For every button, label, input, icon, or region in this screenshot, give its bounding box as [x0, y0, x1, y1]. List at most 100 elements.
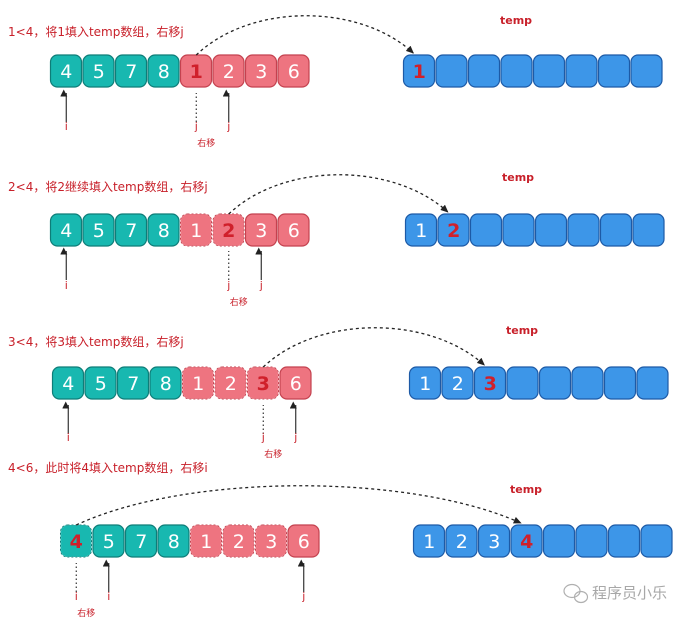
step-caption: 4<6，此时将4填入temp数组，右移i: [8, 460, 208, 475]
pointer-label: i: [65, 120, 68, 133]
pointer-j: j: [222, 89, 230, 133]
pointer-label: j: [259, 279, 263, 292]
right-array-cell: 6: [277, 213, 310, 247]
right-array-cell: 6: [277, 54, 310, 88]
wechat-icon: [563, 583, 589, 604]
right-cell-value: 3: [255, 220, 267, 242]
left-array-cell: 7: [124, 524, 158, 558]
temp-cell-value: 3: [484, 373, 497, 395]
temp-array-cell: 4: [510, 524, 543, 558]
temp-cell-value: 1: [415, 220, 427, 242]
left-array-cell: 7: [114, 54, 148, 88]
shift-note: 右移: [197, 137, 215, 149]
shift-note: 右移: [264, 448, 282, 460]
temp-array-cell: [632, 213, 665, 247]
temp-array-cell: [597, 54, 631, 88]
temp-array-cell: [435, 54, 468, 88]
left-cell-value: 5: [93, 220, 105, 242]
pointer-i: i: [102, 559, 110, 603]
right-array-cell: 6: [279, 366, 312, 400]
left-array-cell: 4: [51, 366, 85, 400]
pointer-label: j: [293, 431, 297, 444]
temp-cell-value: 1: [413, 61, 426, 83]
pointer-label: i: [107, 590, 110, 603]
temp-array-cell: [567, 213, 600, 247]
right-array-cell: 2: [222, 524, 255, 558]
pointer-j: j右移: [226, 251, 248, 308]
left-array-cell: 8: [147, 54, 180, 88]
left-cell-value: 7: [135, 531, 147, 553]
left-array-cell: 8: [149, 366, 182, 400]
right-cell-value: 3: [255, 61, 267, 83]
left-array-cell: 7: [116, 366, 150, 400]
left-cell-value: 7: [125, 220, 137, 242]
right-cell-value: 6: [288, 220, 300, 242]
right-array-cell: 3: [244, 213, 278, 247]
right-cell-value: 1: [190, 220, 202, 242]
right-cell-value: 6: [290, 373, 302, 395]
temp-array-cell: [542, 524, 576, 558]
pointer-i: i: [60, 247, 68, 292]
temp-array-cell: [607, 524, 641, 558]
transfer-arrow: [228, 174, 449, 215]
shift-note: 右移: [77, 607, 95, 619]
temp-label: temp: [510, 483, 542, 496]
temp-label: temp: [502, 171, 534, 184]
temp-label: temp: [500, 14, 532, 27]
shift-note: 右移: [230, 296, 248, 308]
temp-array-cell: [630, 54, 663, 88]
left-cell-value: 4: [60, 61, 72, 83]
left-array-cell: 8: [157, 524, 190, 558]
right-array-cell: 1: [179, 213, 213, 247]
right-array-cell: 3: [254, 524, 288, 558]
left-cell-value: 8: [168, 531, 180, 553]
left-array-cell: 5: [92, 524, 125, 558]
transfer-arrow: [195, 15, 414, 56]
left-cell-value: 4: [62, 373, 74, 395]
pointer-i: i: [62, 401, 70, 444]
right-array-cell: 2: [212, 213, 245, 247]
right-array-cell: 1: [181, 366, 215, 400]
temp-array-cell: [571, 366, 604, 400]
temp-array-cell: [469, 213, 503, 247]
pointer-label: j: [226, 120, 230, 133]
left-cell-value: 5: [93, 61, 105, 83]
right-cell-value: 2: [233, 531, 245, 553]
transfer-arrow: [262, 327, 485, 368]
temp-cell-value: 3: [488, 531, 500, 553]
left-cell-value: 4: [60, 220, 72, 242]
temp-array-cell: [599, 213, 633, 247]
temp-array-cell: [636, 366, 669, 400]
left-array-cell: 4: [59, 524, 93, 558]
pointer-label: j: [194, 120, 198, 133]
temp-array-cell: [502, 213, 535, 247]
temp-cell-value: 4: [520, 531, 533, 553]
left-cell-value: 8: [158, 61, 170, 83]
pointer-label: j: [261, 431, 265, 444]
left-cell-value: 8: [160, 373, 172, 395]
watermark-text: 程序员小乐: [592, 584, 667, 602]
temp-array-cell: 1: [408, 366, 442, 400]
left-cell-value: 8: [158, 220, 170, 242]
temp-array-cell: [565, 54, 598, 88]
left-cell-value: 4: [70, 531, 83, 553]
right-cell-value: 6: [288, 61, 300, 83]
right-array-cell: 2: [214, 366, 247, 400]
right-array-cell: 1: [189, 524, 223, 558]
temp-array-cell: [500, 54, 533, 88]
right-array-cell: 6: [287, 524, 320, 558]
temp-array-cell: [467, 54, 501, 88]
temp-array-cell: 2: [437, 213, 470, 247]
temp-cell-value: 2: [447, 220, 460, 242]
left-array-cell: 8: [147, 213, 180, 247]
temp-cell-value: 1: [423, 531, 435, 553]
left-cell-value: 5: [103, 531, 115, 553]
right-cell-value: 2: [222, 220, 235, 242]
temp-array-cell: [603, 366, 637, 400]
temp-array-cell: [575, 524, 608, 558]
step-caption: 1<4，将1填入temp数组，右移j: [8, 24, 184, 39]
transfer-arrow: [75, 485, 522, 526]
